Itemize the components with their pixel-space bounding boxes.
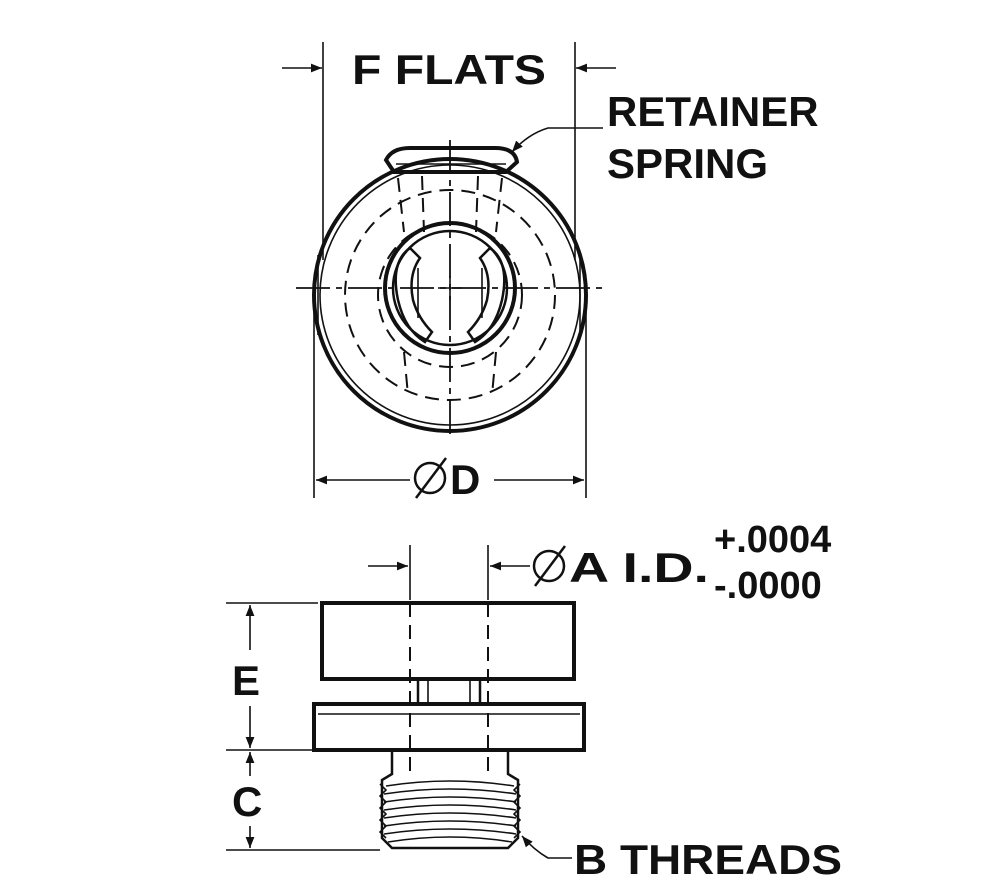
top-flange	[320, 601, 576, 681]
retainer-spring-clip	[383, 146, 520, 174]
tolerance-plus: +.0004	[714, 519, 831, 561]
label-dia-d: D	[450, 456, 480, 503]
label-retainer: RETAINER	[607, 88, 819, 135]
dimension-diameter-d: D	[313, 295, 587, 503]
label-c: C	[232, 778, 262, 825]
bottom-flange	[312, 702, 586, 752]
retainer-spring-left-finger	[394, 246, 434, 344]
side-view	[312, 601, 586, 850]
tolerance-minus: -.0000	[714, 565, 822, 607]
label-f-flats: F FLATS	[352, 46, 546, 93]
dimension-f-flats: F FLATS	[282, 42, 616, 260]
label-b-threads: B THREADS	[574, 836, 842, 883]
dimension-e: E	[226, 602, 318, 751]
retainer-spring-right-finger	[466, 246, 506, 344]
dimension-c: C	[226, 752, 380, 851]
dimension-diameter-a: A I.D. +.0004 -.0000	[368, 519, 831, 607]
label-spring: SPRING	[607, 140, 768, 187]
label-e: E	[232, 657, 260, 704]
threaded-shank	[378, 750, 522, 850]
retainer-spring-callout: RETAINER SPRING	[511, 88, 819, 187]
diameter-symbol-icon	[413, 457, 447, 499]
threads-callout: B THREADS	[521, 835, 842, 883]
top-view	[296, 140, 602, 436]
diameter-symbol-icon	[532, 545, 566, 587]
label-dia-a: A I.D.	[569, 544, 709, 591]
